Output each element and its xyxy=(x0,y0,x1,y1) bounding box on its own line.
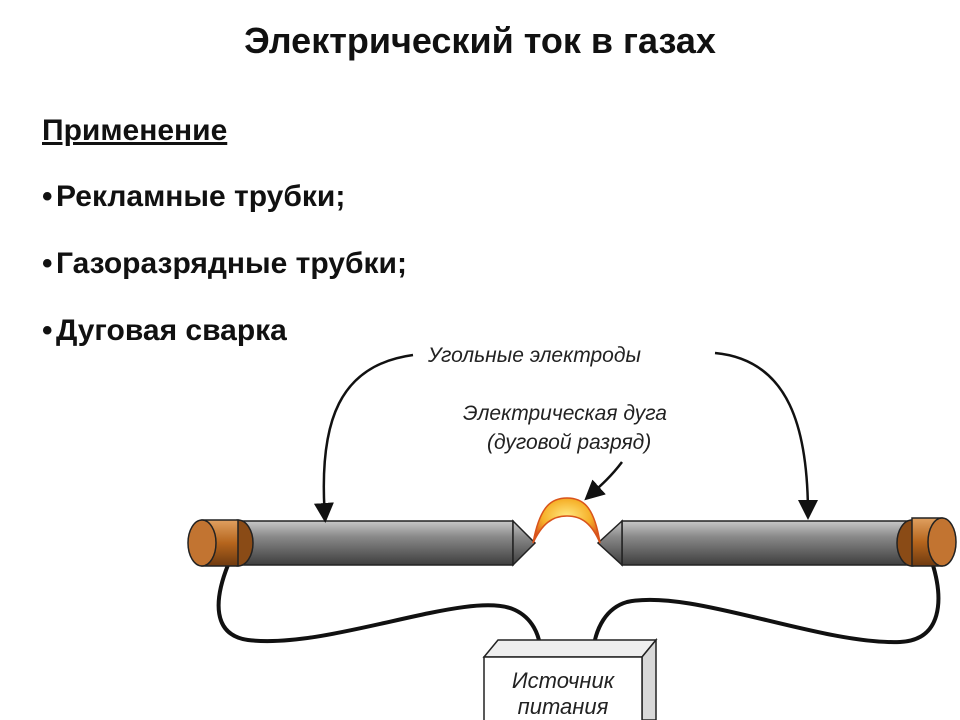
arc-label-line1: Электрическая дуга xyxy=(463,402,667,425)
electrodes-label: Угольные электроды xyxy=(427,344,641,367)
bullet-item: •Газоразрядные трубки; xyxy=(42,247,407,314)
bullet-icon: • xyxy=(42,247,53,280)
electric-arc xyxy=(532,497,601,544)
left-wire xyxy=(216,564,542,651)
right-wire xyxy=(591,561,941,651)
bullet-list: •Рекламные трубки; •Газоразрядные трубки… xyxy=(42,180,407,381)
bullet-item: •Дуговая сварка xyxy=(42,314,407,381)
electrode-arrow-left xyxy=(313,353,414,523)
arc-label-line2: (дуговой разряд) xyxy=(487,431,651,454)
arc-arrow xyxy=(584,461,623,501)
bullet-icon: • xyxy=(42,314,53,347)
section-heading: Применение xyxy=(42,114,228,147)
bullet-text: Дуговая сварка xyxy=(56,314,287,347)
electrode-arrow-right xyxy=(714,351,818,520)
bullet-text: Рекламные трубки; xyxy=(56,180,346,213)
right-carbon-electrode xyxy=(596,517,957,567)
bullet-icon: • xyxy=(42,180,53,213)
power-source-label-line1: Источник xyxy=(512,668,616,693)
slide-title: Электрический ток в газах xyxy=(244,20,716,61)
bullet-item: •Рекламные трубки; xyxy=(42,180,407,247)
power-source-label-line2: питания xyxy=(518,694,609,719)
bullet-text: Газоразрядные трубки; xyxy=(56,247,407,280)
left-carbon-electrode xyxy=(187,519,537,567)
power-source-box: Источник питания xyxy=(482,637,658,720)
